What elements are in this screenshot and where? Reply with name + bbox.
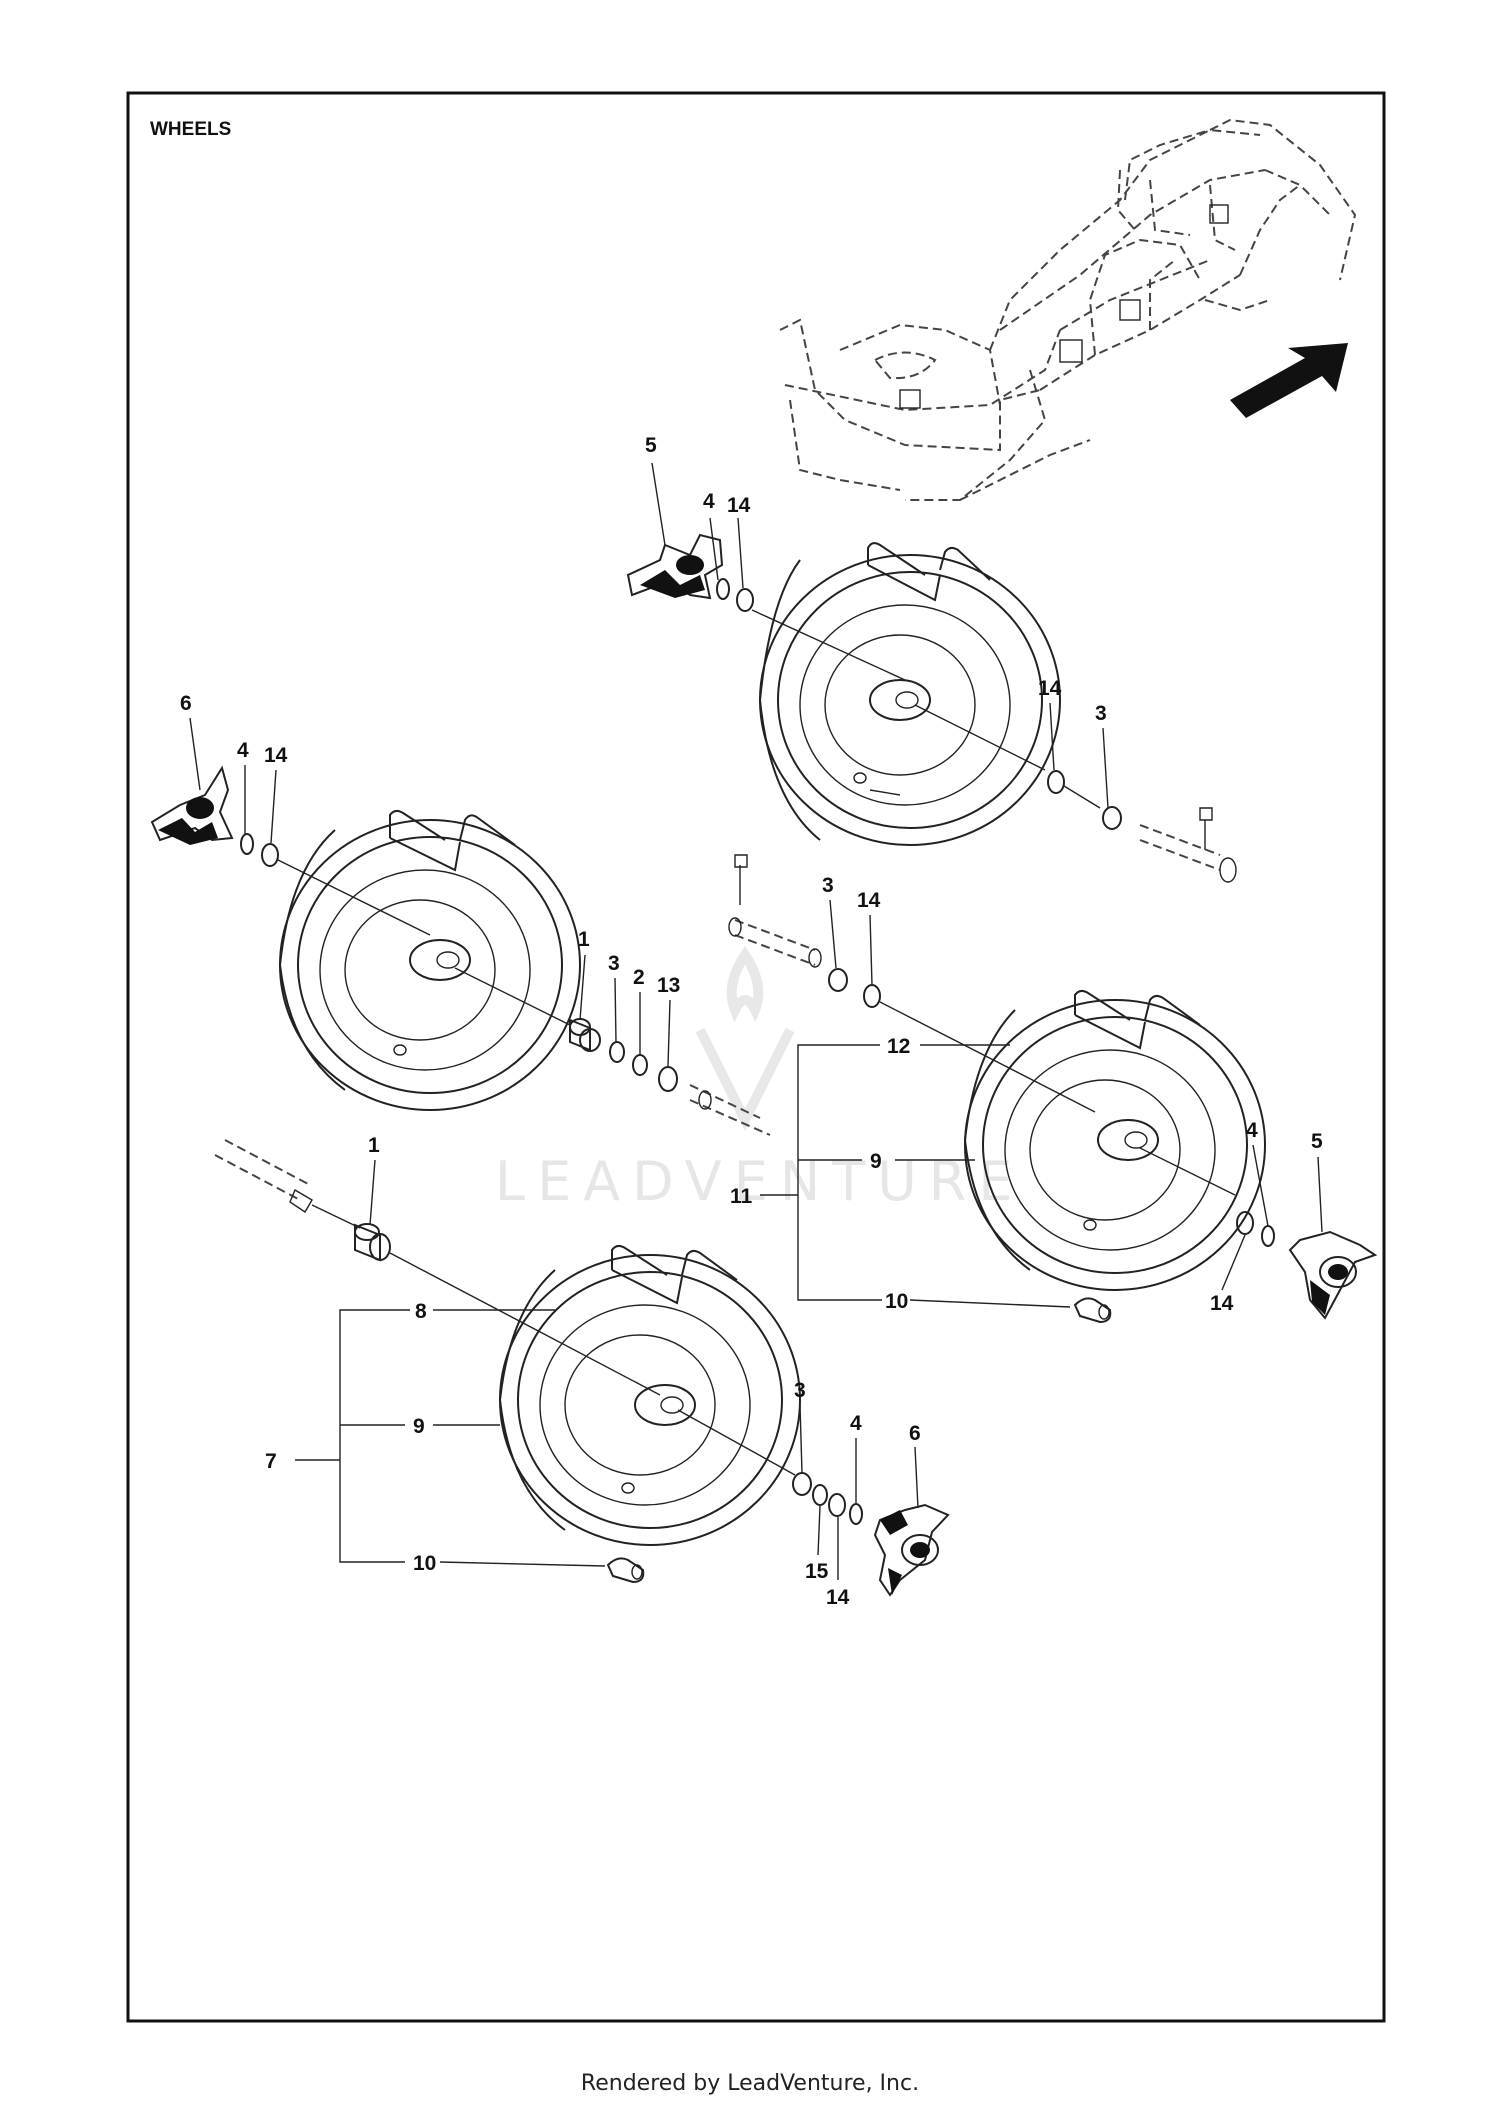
valve-10-bottom [606, 1557, 645, 1584]
callout-10-upper: 10 [885, 1290, 908, 1313]
callout-1-bottom: 1 [368, 1134, 380, 1157]
washer-15-bottom [812, 1484, 828, 1506]
axle-stub-bottom [214, 1139, 313, 1213]
wheel-assembly-2 [278, 809, 581, 1111]
clip-4-top [716, 578, 730, 600]
valve-10-right [1073, 1297, 1112, 1324]
callout-11: 11 [730, 1185, 753, 1208]
bushing-3-upper [828, 968, 848, 992]
spacer-1-bottom [354, 1223, 391, 1262]
diagram-frame [126, 91, 1386, 2023]
callout-10-lower: 10 [413, 1552, 436, 1575]
callout-4-bottom: 4 [850, 1412, 862, 1435]
callout-15-bottom: 15 [805, 1560, 829, 1583]
wheel-assembly-3 [728, 854, 1378, 1324]
hubcap-5-right [1288, 1230, 1378, 1320]
diagram-title: WHEELS [150, 119, 231, 140]
callout-7: 7 [265, 1450, 277, 1473]
callout-3-upper: 3 [822, 874, 834, 897]
callout-6-bottom: 6 [909, 1422, 921, 1445]
wheel-assembly-1 [758, 542, 1061, 846]
callout-14-lower-right: 14 [1210, 1292, 1234, 1315]
callout-14-bottom: 14 [826, 1586, 850, 1609]
axle-pin [1139, 807, 1237, 883]
bushing-3-bottom [792, 1472, 812, 1496]
callout-14-upper: 14 [857, 889, 881, 912]
clip-4-left [240, 833, 254, 855]
wheel-assembly-4 [214, 1139, 950, 1597]
washer-14-right [1047, 770, 1065, 794]
callout-5-right: 5 [1311, 1130, 1323, 1153]
callout-3-middle: 3 [608, 952, 620, 975]
clip-4-right [1261, 1225, 1275, 1247]
callout-12: 12 [887, 1035, 910, 1058]
axle-stub-middle [689, 1084, 771, 1136]
callout-4-right: 4 [1246, 1119, 1258, 1142]
chassis-frame-drawing [779, 118, 1357, 501]
callout-labels: 5 4 14 14 3 6 4 14 1 3 2 13 3 14 12 9 11… [180, 434, 1323, 1609]
callout-3-bottom: 3 [794, 1379, 806, 1402]
bushing-3-middle [609, 1041, 625, 1063]
footer-credit: Rendered by LeadVenture, Inc. [581, 2071, 919, 2096]
hubcap-6-left [150, 765, 234, 845]
washer-14-top [736, 588, 754, 612]
callout-2-middle: 2 [633, 966, 645, 989]
callout-14-right: 14 [1038, 677, 1062, 700]
spacer-1-middle [569, 1018, 601, 1052]
washer-13-middle [658, 1066, 678, 1092]
watermark-logo [695, 945, 795, 1132]
washer-14-upper [863, 984, 881, 1008]
callout-5-top: 5 [645, 434, 657, 457]
callout-9-upper: 9 [870, 1150, 882, 1173]
washer-2-middle [632, 1054, 648, 1076]
callout-14-top: 14 [727, 494, 751, 517]
callout-4-top: 4 [703, 490, 715, 513]
callout-6-left: 6 [180, 692, 192, 715]
washer-14-left [261, 843, 279, 867]
callout-9-lower: 9 [413, 1415, 425, 1438]
clip-4-bottom [849, 1503, 863, 1525]
direction-arrow-icon [1230, 343, 1348, 418]
axle-pin-middle [728, 854, 822, 968]
leader-lines [189, 462, 1323, 1580]
hubcap-5-top [626, 533, 724, 600]
callout-14-left: 14 [264, 744, 288, 767]
callout-13-middle: 13 [657, 974, 680, 997]
callout-8: 8 [415, 1300, 427, 1323]
bushing-3-right [1102, 806, 1122, 830]
callout-1-middle: 1 [578, 928, 590, 951]
washer-14-bottom [828, 1493, 846, 1517]
callout-3-right: 3 [1095, 702, 1107, 725]
hubcap-6-bottom [873, 1503, 950, 1597]
callout-4-left: 4 [237, 739, 249, 762]
washer-14-lower-right [1236, 1211, 1254, 1235]
